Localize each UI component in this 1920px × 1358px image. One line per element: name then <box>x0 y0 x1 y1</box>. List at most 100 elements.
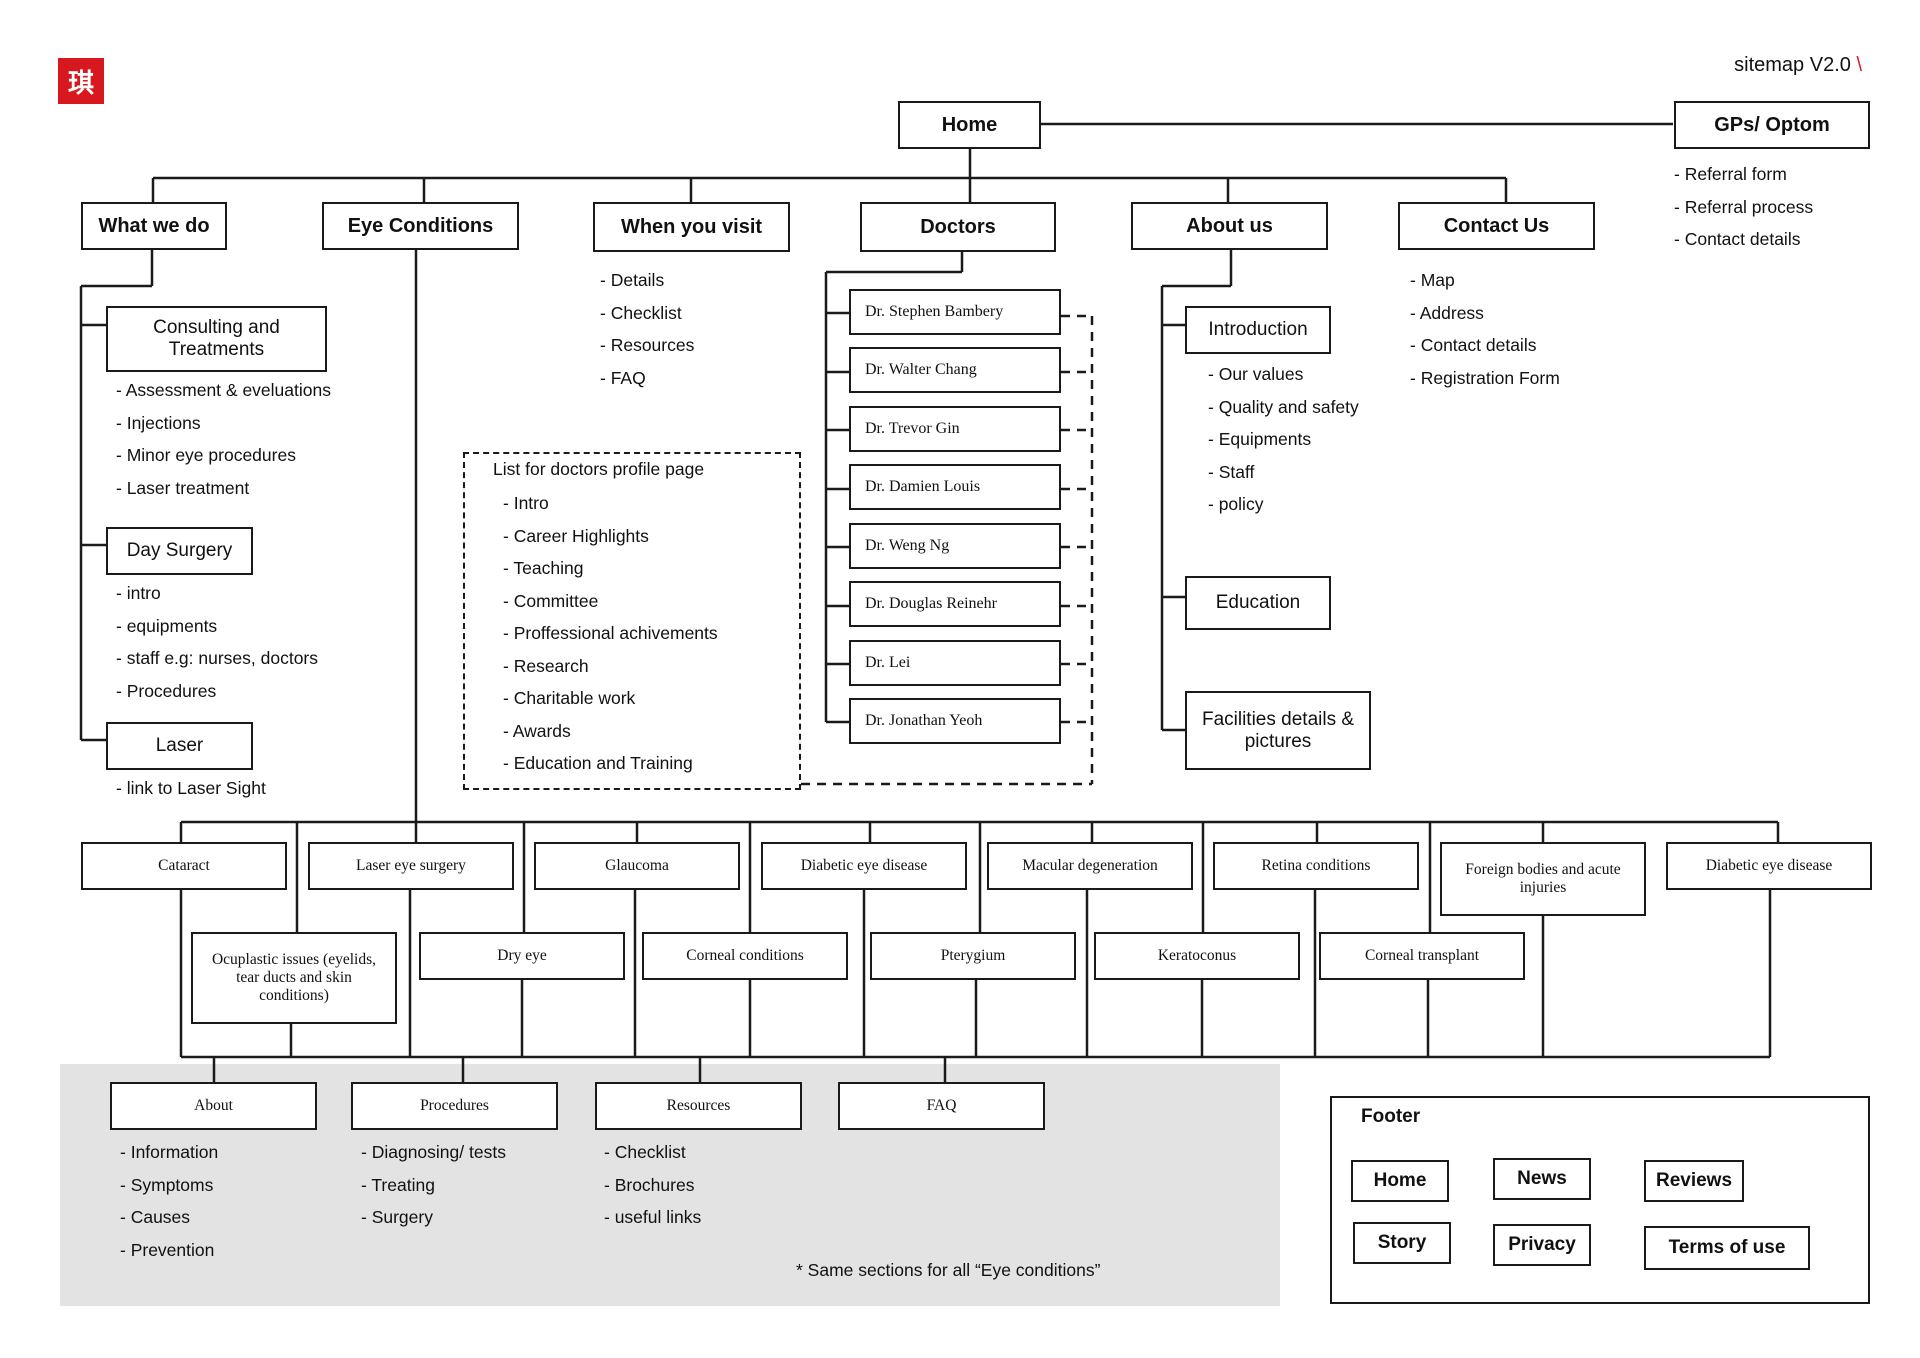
doctor-node[interactable]: Dr. Trevor Gin <box>849 406 1061 452</box>
list-item: Career Highlights <box>503 520 718 553</box>
list-item: Map <box>1410 264 1560 297</box>
profile-list-title: List for doctors profile page <box>493 459 705 479</box>
footer-link-news[interactable]: News <box>1493 1158 1591 1200</box>
laser-label: Laser <box>155 735 204 757</box>
doctor-node[interactable]: Dr. Weng Ng <box>849 523 1061 569</box>
condition-node[interactable]: Diabetic eye disease <box>761 842 967 890</box>
footer-link-story[interactable]: Story <box>1353 1222 1451 1264</box>
eye-conditions-node[interactable]: Eye Conditions <box>322 202 519 250</box>
contact-us-node[interactable]: Contact Us <box>1398 202 1595 250</box>
section-resources-items: Checklist Brochures useful links <box>604 1136 702 1234</box>
doctor-name: Dr. Lei <box>865 653 911 671</box>
doctor-node[interactable]: Dr. Stephen Bambery <box>849 289 1061 335</box>
laser-node[interactable]: Laser <box>106 722 253 770</box>
day-surgery-node[interactable]: Day Surgery <box>106 527 253 575</box>
when-you-visit-items: Details Checklist Resources FAQ <box>600 264 695 394</box>
condition-label: Dry eye <box>497 947 547 965</box>
home-label: Home <box>941 113 998 136</box>
footer-link-label: Home <box>1373 1170 1427 1192</box>
condition-node[interactable]: Macular degeneration <box>987 842 1193 890</box>
doctor-name: Dr. Stephen Bambery <box>865 302 1004 320</box>
condition-label: Diabetic eye disease <box>800 857 928 875</box>
introduction-node[interactable]: Introduction <box>1185 306 1331 354</box>
list-item: useful links <box>604 1201 702 1234</box>
list-item: Information <box>120 1136 219 1169</box>
condition-node[interactable]: Retina conditions <box>1213 842 1419 890</box>
condition-label: Macular degeneration <box>1022 857 1158 875</box>
consulting-node[interactable]: Consulting and Treatments <box>106 306 327 372</box>
when-you-visit-node[interactable]: When you visit <box>593 202 790 252</box>
list-item: Symptoms <box>120 1169 218 1202</box>
facilities-node[interactable]: Facilities details & pictures <box>1185 691 1371 770</box>
doctor-name: Dr. Damien Louis <box>865 477 981 495</box>
doctor-name: Dr. Jonathan Yeoh <box>865 711 983 729</box>
condition-node[interactable]: Dry eye <box>419 932 625 980</box>
consulting-items: Assessment & eveluations Injections Mino… <box>116 374 331 504</box>
home-node[interactable]: Home <box>898 101 1041 149</box>
doctor-node[interactable]: Dr. Douglas Reinehr <box>849 581 1061 627</box>
footer-link-reviews[interactable]: Reviews <box>1644 1160 1744 1202</box>
section-label: Resources <box>666 1097 731 1115</box>
section-label: FAQ <box>926 1097 957 1115</box>
condition-node[interactable]: Glaucoma <box>534 842 740 890</box>
doctor-node[interactable]: Dr. Lei <box>849 640 1061 686</box>
about-us-node[interactable]: About us <box>1131 202 1328 250</box>
list-item: intro <box>116 577 318 610</box>
list-item: Referral process <box>1674 191 1813 224</box>
condition-label: Ocuplastic issues (eyelids, tear ducts a… <box>211 951 376 1004</box>
footer-link-privacy[interactable]: Privacy <box>1493 1224 1591 1266</box>
list-item: Proffessional achivements <box>503 617 718 650</box>
footer-link-label: News <box>1517 1168 1567 1190</box>
introduction-label: Introduction <box>1208 319 1308 341</box>
list-item: Committee <box>503 585 718 618</box>
list-item: Charitable work <box>503 682 718 715</box>
condition-node[interactable]: Keratoconus <box>1094 932 1300 980</box>
footer-link-terms[interactable]: Terms of use <box>1644 1226 1810 1270</box>
condition-node[interactable]: Cataract <box>81 842 287 890</box>
doctor-profile-frame <box>463 452 801 790</box>
section-about-node[interactable]: About <box>110 1082 317 1130</box>
what-we-do-node[interactable]: What we do <box>81 202 227 250</box>
section-resources-node[interactable]: Resources <box>595 1082 802 1130</box>
condition-node[interactable]: Corneal transplant <box>1319 932 1525 980</box>
section-procedures-node[interactable]: Procedures <box>351 1082 558 1130</box>
condition-node[interactable]: Laser eye surgery <box>308 842 514 890</box>
education-node[interactable]: Education <box>1185 576 1331 630</box>
list-item: Checklist <box>600 297 694 330</box>
list-item: policy <box>1208 488 1359 521</box>
condition-label: Pterygium <box>940 947 1006 965</box>
condition-node[interactable]: Corneal conditions <box>642 932 848 980</box>
doctor-name: Dr. Douglas Reinehr <box>865 594 997 612</box>
list-item: Intro <box>503 487 718 520</box>
list-item: Address <box>1410 297 1560 330</box>
list-item: Laser treatment <box>116 472 331 505</box>
footer-link-home[interactable]: Home <box>1351 1160 1449 1202</box>
education-label: Education <box>1215 592 1301 614</box>
doctor-node[interactable]: Dr. Walter Chang <box>849 347 1061 393</box>
list-item: Awards <box>503 715 718 748</box>
condition-node[interactable]: Ocuplastic issues (eyelids, tear ducts a… <box>191 932 397 1024</box>
gps-items: Referral form Referral process Contact d… <box>1674 158 1813 256</box>
list-item: Injections <box>116 407 331 440</box>
doctor-node[interactable]: Dr. Damien Louis <box>849 464 1061 510</box>
list-item: Checklist <box>604 1136 701 1169</box>
list-item: Diagnosing/ tests <box>361 1136 506 1169</box>
doctors-node[interactable]: Doctors <box>860 202 1056 252</box>
list-item: staff e.g: nurses, doctors <box>116 642 318 675</box>
footer-link-label: Story <box>1377 1232 1427 1254</box>
section-faq-node[interactable]: FAQ <box>838 1082 1045 1130</box>
condition-label: Cataract <box>158 857 210 875</box>
condition-node[interactable]: Foreign bodies and acute injuries <box>1440 842 1646 916</box>
gps-optom-node[interactable]: GPs/ Optom <box>1674 101 1870 149</box>
condition-label: Corneal conditions <box>686 947 804 965</box>
condition-node[interactable]: Pterygium <box>870 932 1076 980</box>
introduction-items: Our values Quality and safety Equipments… <box>1208 358 1359 521</box>
profile-list-items: Intro Career Highlights Teaching Committ… <box>503 487 718 780</box>
list-item: Our values <box>1208 358 1359 391</box>
section-label: Procedures <box>420 1097 489 1115</box>
eye-conditions-note: * Same sections for all “Eye conditions” <box>796 1260 1101 1280</box>
eye-conditions-label: Eye Conditions <box>347 214 494 237</box>
condition-node[interactable]: Diabetic eye disease <box>1666 842 1872 890</box>
doctor-node[interactable]: Dr. Jonathan Yeoh <box>849 698 1061 744</box>
list-item: Teaching <box>503 552 718 585</box>
